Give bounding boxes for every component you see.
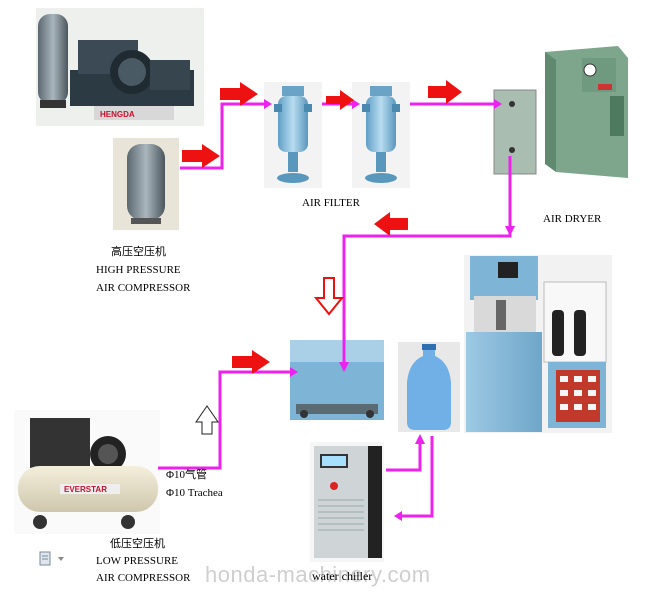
- high-pressure-compressor-image: HENGDA: [36, 8, 204, 126]
- red-arrow-left-1: [374, 212, 408, 236]
- pipe-lowpressure-to-machine: [158, 370, 290, 470]
- red-arrow-right-2: [182, 144, 220, 168]
- pipe-chiller-to-machine: [386, 440, 422, 472]
- red-arrow-right-4: [428, 80, 462, 104]
- pipe-arrowheads: [264, 99, 515, 521]
- pipe-size-cn-label: Φ10气管: [166, 469, 208, 481]
- low-pressure-compressor-label: AIR COMPRESSOR: [96, 572, 191, 584]
- hollow-red-arrow-down: [313, 277, 345, 316]
- pipe-dryer-to-machine: [342, 156, 512, 370]
- machine-base-closeup-image: [290, 340, 384, 420]
- red-arrow-right-1: [220, 82, 258, 106]
- water-chiller-image: [310, 442, 384, 562]
- hollow-arrow-up: [195, 405, 219, 435]
- blow-molding-machine-image: [464, 255, 612, 433]
- low-pressure-label: LOW PRESSURE: [96, 555, 179, 567]
- water-chiller-label: water chiller: [312, 569, 373, 583]
- flow-arrows: [182, 80, 462, 374]
- red-arrow-right-5: [232, 350, 270, 374]
- air-filter-2-image: [352, 82, 410, 188]
- air-receiver-tank-image: [113, 138, 179, 230]
- pipe-machine-to-chiller: [400, 436, 434, 518]
- hengda-logo-text: HENGDA: [100, 110, 135, 119]
- air-filter-1-image: [264, 82, 322, 188]
- air-dryer-image: [545, 46, 628, 178]
- low-pressure-cn-label: 低压空压机: [110, 538, 165, 550]
- low-pressure-compressor-image: EVERSTAR: [14, 410, 160, 534]
- air-filter-label: AIR FILTER: [302, 197, 360, 209]
- dryer-connection-panel-image: [493, 89, 537, 175]
- high-pressure-cn-label: 高压空压机: [111, 246, 166, 258]
- pipe-size-label: Φ10 Trachea: [166, 487, 223, 499]
- watermark: honda-machinery.com: [205, 562, 431, 587]
- high-pressure-label: HIGH PRESSURE: [96, 264, 181, 276]
- water-bottle-image: [398, 342, 460, 432]
- red-arrow-right-3: [326, 90, 354, 110]
- air-dryer-label: AIR DRYER: [543, 213, 602, 225]
- high-pressure-compressor-label: AIR COMPRESSOR: [96, 282, 191, 294]
- document-icon: [39, 551, 64, 566]
- everstar-logo-text: EVERSTAR: [64, 485, 107, 494]
